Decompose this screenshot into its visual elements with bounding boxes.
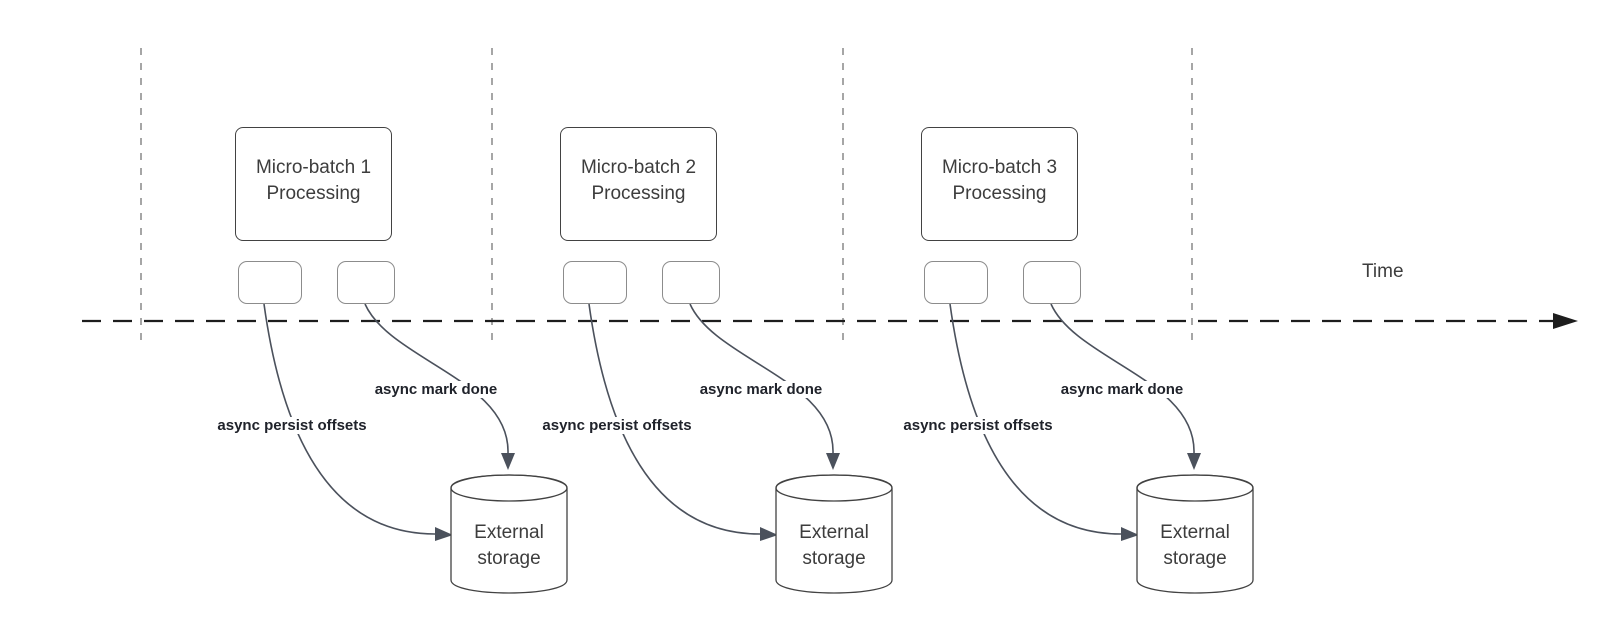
async-mark-done-arrowhead-icon xyxy=(1187,453,1201,470)
async-arrows xyxy=(263,303,515,541)
storage-label-line1: External xyxy=(474,522,544,543)
time-axis-label: Time xyxy=(1362,261,1404,282)
micro-batch-box: Micro-batch 3 Processing xyxy=(921,127,1078,241)
storage-label-line2: storage xyxy=(477,548,541,569)
database-cylinder-icon xyxy=(450,474,568,594)
external-storage-label: External storage xyxy=(450,520,568,572)
async-persist-arrowhead-icon xyxy=(760,527,778,541)
async-mark-done-label: async mark done xyxy=(371,381,501,398)
storage-label-line1: External xyxy=(1160,522,1230,543)
async-persist-label: async persist offsets xyxy=(539,417,695,434)
time-axis-arrowhead-icon xyxy=(1553,313,1578,329)
async-persist-arrowhead-icon xyxy=(1121,527,1139,541)
external-storage-cylinder: External storage xyxy=(1136,472,1254,596)
async-arrows xyxy=(588,303,840,541)
database-cylinder-icon xyxy=(775,474,893,594)
storage-label-line1: External xyxy=(799,522,869,543)
async-mark-done-label: async mark done xyxy=(1057,381,1187,398)
async-mark-done-arrow xyxy=(1050,303,1195,454)
micro-batch-title-line1: Micro-batch 1 xyxy=(255,157,372,178)
async-mark-done-arrow xyxy=(364,303,509,454)
async-persist-label: async persist offsets xyxy=(900,417,1056,434)
offset-task-box xyxy=(924,261,988,304)
offset-task-box xyxy=(563,261,627,304)
async-mark-done-arrow xyxy=(689,303,834,454)
storage-label-line2: storage xyxy=(1163,548,1227,569)
time-axis-arrow xyxy=(82,313,1578,329)
micro-batch-title-line2: Processing xyxy=(952,183,1047,204)
async-persist-arrow xyxy=(588,303,762,535)
micro-batch-title-line2: Processing xyxy=(591,183,686,204)
micro-batch-group-1: Micro-batch 1 Processing async persist o… xyxy=(214,0,578,642)
async-arrows xyxy=(949,303,1201,541)
micro-batch-group-3: Micro-batch 3 Processing async persist o… xyxy=(900,0,1264,642)
micro-batch-title-line2: Processing xyxy=(266,183,361,204)
async-mark-done-arrowhead-icon xyxy=(501,453,515,470)
micro-batch-title-line1: Micro-batch 3 xyxy=(941,157,1058,178)
storage-label-line2: storage xyxy=(802,548,866,569)
time-guide-lines xyxy=(140,48,1193,343)
external-storage-label: External storage xyxy=(775,520,893,572)
external-storage-cylinder: External storage xyxy=(450,472,568,596)
mark-done-task-box xyxy=(337,261,395,304)
external-storage-cylinder: External storage xyxy=(775,472,893,596)
external-storage-label: External storage xyxy=(1136,520,1254,572)
micro-batch-box: Micro-batch 1 Processing xyxy=(235,127,392,241)
async-persist-arrow xyxy=(263,303,437,535)
database-cylinder-icon xyxy=(1136,474,1254,594)
async-persist-arrowhead-icon xyxy=(435,527,453,541)
async-persist-arrow xyxy=(949,303,1123,535)
micro-batch-title-line1: Micro-batch 2 xyxy=(580,157,697,178)
micro-batch-group-2: Micro-batch 2 Processing async persist o… xyxy=(539,0,903,642)
async-mark-done-arrowhead-icon xyxy=(826,453,840,470)
mark-done-task-box xyxy=(1023,261,1081,304)
async-mark-done-label: async mark done xyxy=(696,381,826,398)
micro-batch-box: Micro-batch 2 Processing xyxy=(560,127,717,241)
mark-done-task-box xyxy=(662,261,720,304)
async-persist-label: async persist offsets xyxy=(214,417,370,434)
offset-task-box xyxy=(238,261,302,304)
